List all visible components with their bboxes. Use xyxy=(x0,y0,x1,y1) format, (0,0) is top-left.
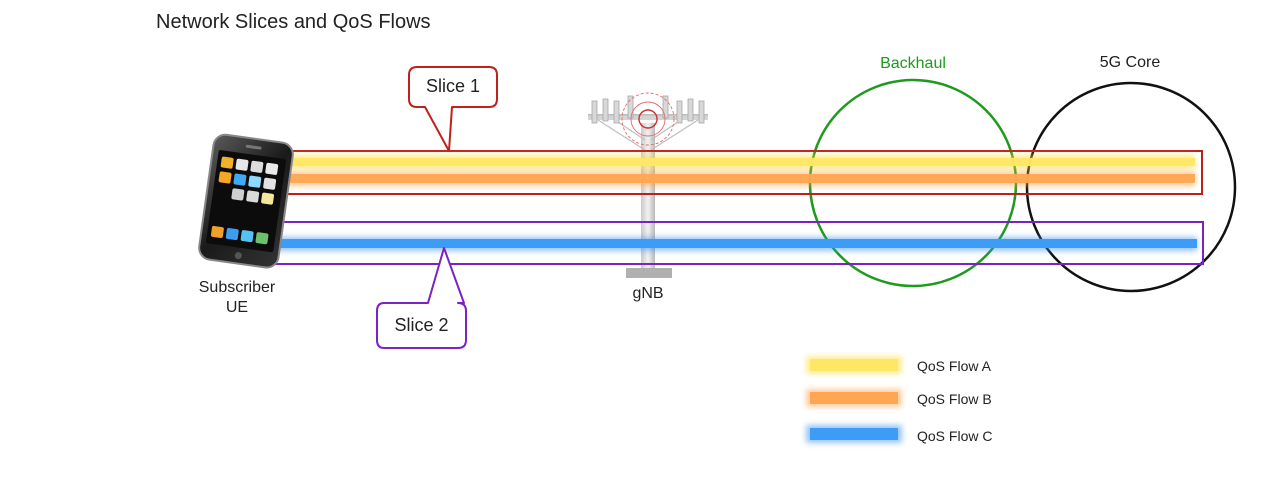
core-label: 5G Core xyxy=(1099,54,1161,71)
core-circle xyxy=(1025,81,1237,293)
gnb-label: gNB xyxy=(632,285,664,302)
ue-label-line2: UE xyxy=(225,299,249,316)
legend-label-a: QoS Flow A xyxy=(917,358,991,374)
legend xyxy=(806,356,902,443)
diagram-title: Network Slices and QoS Flows xyxy=(156,11,431,33)
qos-flow-a-line xyxy=(285,155,1195,169)
slice1-callout xyxy=(408,66,498,152)
backhaul-label: Backhaul xyxy=(880,55,946,72)
legend-label-c: QoS Flow C xyxy=(917,428,993,444)
qos-flow-b-line xyxy=(285,172,1195,186)
slice2-callout xyxy=(376,247,467,349)
ue-label-line1: Subscriber xyxy=(198,279,276,296)
legend-label-b: QoS Flow B xyxy=(917,391,992,407)
smartphone-icon xyxy=(198,133,294,269)
slice1-callout-label: Slice 1 xyxy=(425,76,481,96)
slice2-callout-label: Slice 2 xyxy=(394,315,449,335)
ue-label: Subscriber UE xyxy=(187,278,287,318)
qos-flow-c-line xyxy=(272,237,1197,251)
